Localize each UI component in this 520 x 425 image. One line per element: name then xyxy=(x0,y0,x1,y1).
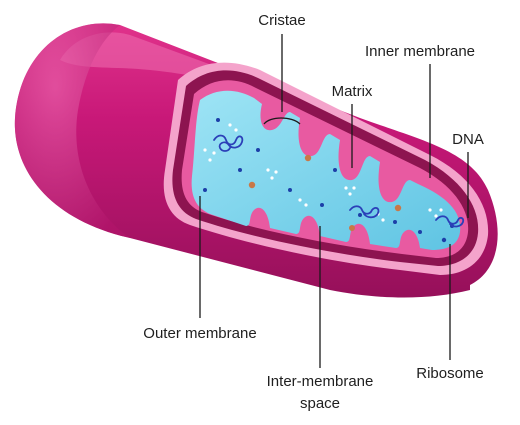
cristae-label: Cristae xyxy=(258,12,306,29)
dna-strands xyxy=(213,134,465,228)
dna-label: DNA xyxy=(452,131,484,148)
inter-membrane-space-label-line2: space xyxy=(300,395,340,412)
ribosome-label: Ribosome xyxy=(416,365,484,382)
matrix-particles xyxy=(248,154,402,231)
outer-membrane-cap xyxy=(14,23,130,238)
matrix-granules xyxy=(203,123,443,222)
matrix-label: Matrix xyxy=(332,83,373,100)
matrix-region xyxy=(191,90,461,250)
leader-lines xyxy=(199,34,469,368)
outer-membrane-label: Outer membrane xyxy=(143,325,256,342)
ribosomes xyxy=(203,118,454,243)
inner-membrane-label: Inner membrane xyxy=(365,43,475,60)
inter-membrane-space-label-line1: Inter-membrane xyxy=(267,373,374,390)
cristae-bracket xyxy=(263,117,301,125)
